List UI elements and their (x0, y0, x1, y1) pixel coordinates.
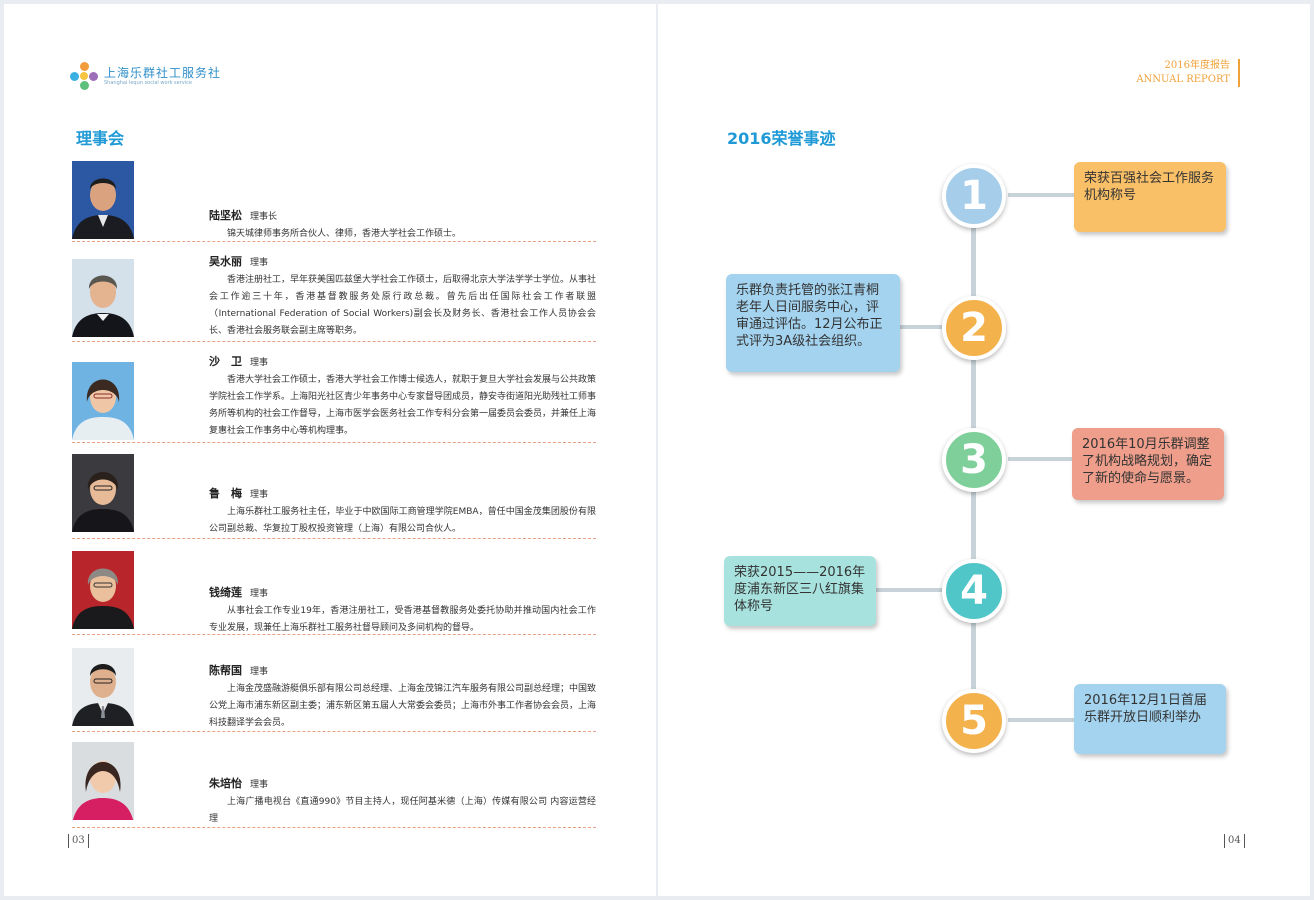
left-page: 上海乐群社工服务社 Shanghai lequn social work ser… (4, 4, 656, 896)
member-role: 理事 (250, 258, 269, 268)
member-name: 陆坚松 (209, 209, 242, 222)
board-member-card: 吴水丽理事 香港注册社工，早年获美国匹兹堡大学社会工作硕士，后取得北京大学法学学… (72, 255, 597, 342)
member-photo (72, 742, 134, 820)
member-name: 朱培怡 (209, 777, 242, 790)
member-name: 钱绮莲 (209, 586, 242, 599)
report-year: 2016年度报告 (1164, 60, 1230, 71)
member-description: 从事社会工作专业19年，香港注册社工，受香港基督教服务处委托协助并推动国内社会工… (209, 606, 596, 633)
board-member-card: 朱培怡理事 上海广播电视台《直通990》节目主持人，现任阿基米德（上海）传媒有限… (72, 742, 596, 828)
milestone-number-circle: 4 (942, 559, 1006, 623)
organization-logo: 上海乐群社工服务社 Shanghai lequn social work ser… (70, 62, 221, 90)
board-member-card: 陆坚松理事长 锦天城律师事务所合伙人、律师，香港大学社会工作硕士。 (72, 161, 596, 242)
member-photo (72, 259, 134, 337)
timeline-connector (1008, 457, 1074, 461)
honors-section-title: 2016荣誉事迹 (727, 129, 836, 148)
member-photo (72, 362, 134, 440)
board-member-card: 钱绮莲理事 从事社会工作专业19年，香港注册社工，受香港基督教服务处委托协助并推… (72, 551, 596, 635)
milestone-number-circle: 5 (942, 689, 1006, 753)
page-number: 03 (68, 834, 89, 848)
member-description: 上海金茂盛融游艇俱乐部有限公司总经理、上海金茂锦江汽车服务有限公司副总经理；中国… (209, 684, 597, 728)
right-page: 2016年度报告 ANNUAL REPORT 2016荣誉事迹 1 荣获百强社会… (658, 4, 1310, 896)
timeline-connector (1008, 193, 1074, 197)
member-name: 陈帮国 (209, 664, 242, 677)
member-description: 锦天城律师事务所合伙人、律师，香港大学社会工作硕士。 (227, 229, 462, 239)
report-subtitle: ANNUAL REPORT (1136, 74, 1230, 85)
board-member-card: 沙 卫理事 香港大学社会工作硕士，香港大学社会工作博士候选人，就职于复旦大学社会… (72, 355, 597, 443)
member-role: 理事长 (250, 212, 278, 222)
member-role: 理事 (250, 667, 269, 677)
milestone-box: 2016年12月1日首届乐群开放日顺利举办 (1074, 684, 1226, 754)
timeline-connector (1008, 718, 1074, 722)
member-description: 香港大学社会工作硕士，香港大学社会工作博士候选人，就职于复旦大学社会发展与公共政… (209, 375, 597, 436)
member-photo (72, 161, 134, 239)
milestone-number-circle: 1 (942, 164, 1006, 228)
milestone-box: 荣获百强社会工作服务机构称号 (1074, 162, 1226, 232)
milestone-number-circle: 3 (942, 428, 1006, 492)
member-name: 沙 卫 (209, 355, 242, 368)
member-role: 理事 (250, 589, 269, 599)
milestone-box: 乐群负责托管的张江青桐老年人日间服务中心，评审通过评估。12月公布正式评为3A级… (726, 274, 900, 372)
member-description: 上海广播电视台《直通990》节目主持人，现任阿基米德（上海）传媒有限公司 内容运… (209, 797, 596, 824)
board-member-card: 陈帮国理事 上海金茂盛融游艇俱乐部有限公司总经理、上海金茂锦江汽车服务有限公司副… (72, 647, 596, 732)
board-section-title: 理事会 (76, 129, 125, 148)
member-name: 吴水丽 (209, 255, 242, 268)
member-role: 理事 (250, 358, 269, 368)
member-photo (72, 648, 134, 726)
board-member-card: 鲁 梅理事 上海乐群社工服务社主任，毕业于中欧国际工商管理学院EMBA，曾任中国… (72, 454, 596, 539)
milestone-number-circle: 2 (942, 296, 1006, 360)
page-number: 04 (1224, 834, 1245, 848)
member-photo (72, 454, 134, 532)
logo-name-en: Shanghai lequn social work service (104, 79, 192, 86)
logo-mark-icon (70, 62, 98, 90)
milestone-box: 荣获2015——2016年度浦东新区三八红旗集体称号 (724, 556, 876, 626)
member-role: 理事 (250, 490, 269, 500)
timeline-connector (874, 588, 944, 592)
logo-name-cn: 上海乐群社工服务社 (104, 65, 222, 80)
member-description: 香港注册社工，早年获美国匹兹堡大学社会工作硕士，后取得北京大学法学学士学位。从事… (209, 275, 597, 336)
timeline-connector (898, 325, 944, 329)
annual-report-label: 2016年度报告 ANNUAL REPORT (1136, 59, 1240, 87)
milestone-box: 2016年10月乐群调整了机构战略规划，确定了新的使命与愿景。 (1072, 428, 1224, 500)
member-role: 理事 (250, 780, 269, 790)
member-name: 鲁 梅 (209, 487, 242, 500)
member-photo (72, 551, 134, 629)
member-description: 上海乐群社工服务社主任，毕业于中欧国际工商管理学院EMBA，曾任中国金茂集团股份… (209, 507, 596, 534)
